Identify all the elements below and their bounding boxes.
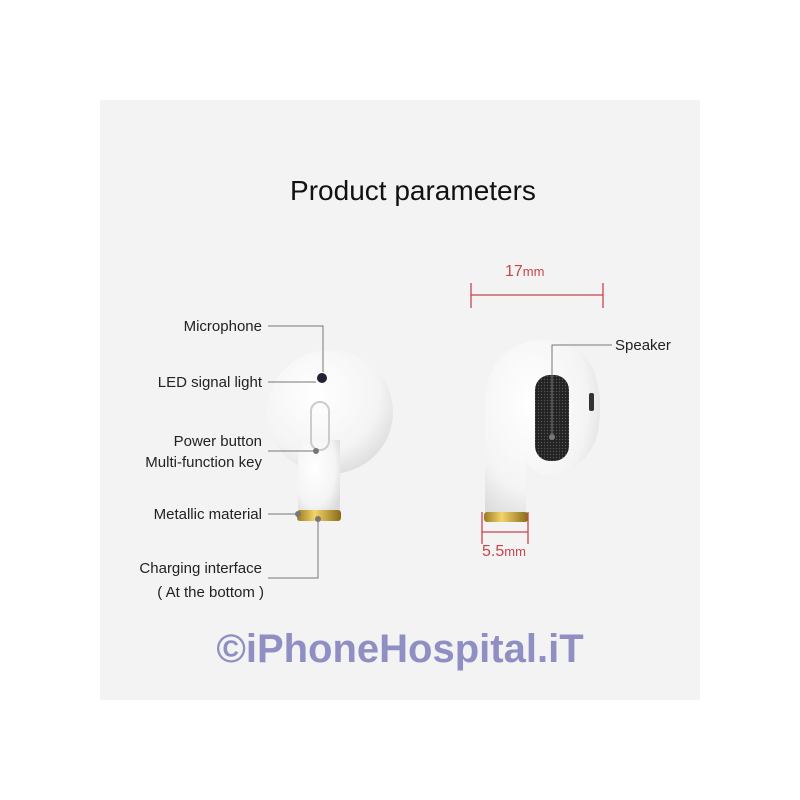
page-title: Product parameters [290,175,536,206]
leader-dots [295,434,555,522]
leader-lines [268,325,612,579]
label-metallic: Metallic material [154,506,262,523]
stem-label: 5.5mm [482,543,526,560]
product-panel [100,100,700,700]
label-speaker: Speaker [615,337,671,354]
label-charging-note: ( At the bottom ) [157,584,264,601]
earbud-front [267,350,393,521]
label-charging: Charging interface [139,560,262,577]
earbud-side [484,339,600,522]
label-power: Power button [174,433,262,450]
label-microphone: Microphone [184,318,262,335]
width-dimension [470,283,604,308]
watermark: ©iPhoneHospital.iT [216,627,583,671]
width-label: 17mm [505,263,544,280]
stem-dimension [481,512,529,544]
label-led: LED signal light [158,374,263,391]
label-multifunction: Multi-function key [145,454,262,471]
